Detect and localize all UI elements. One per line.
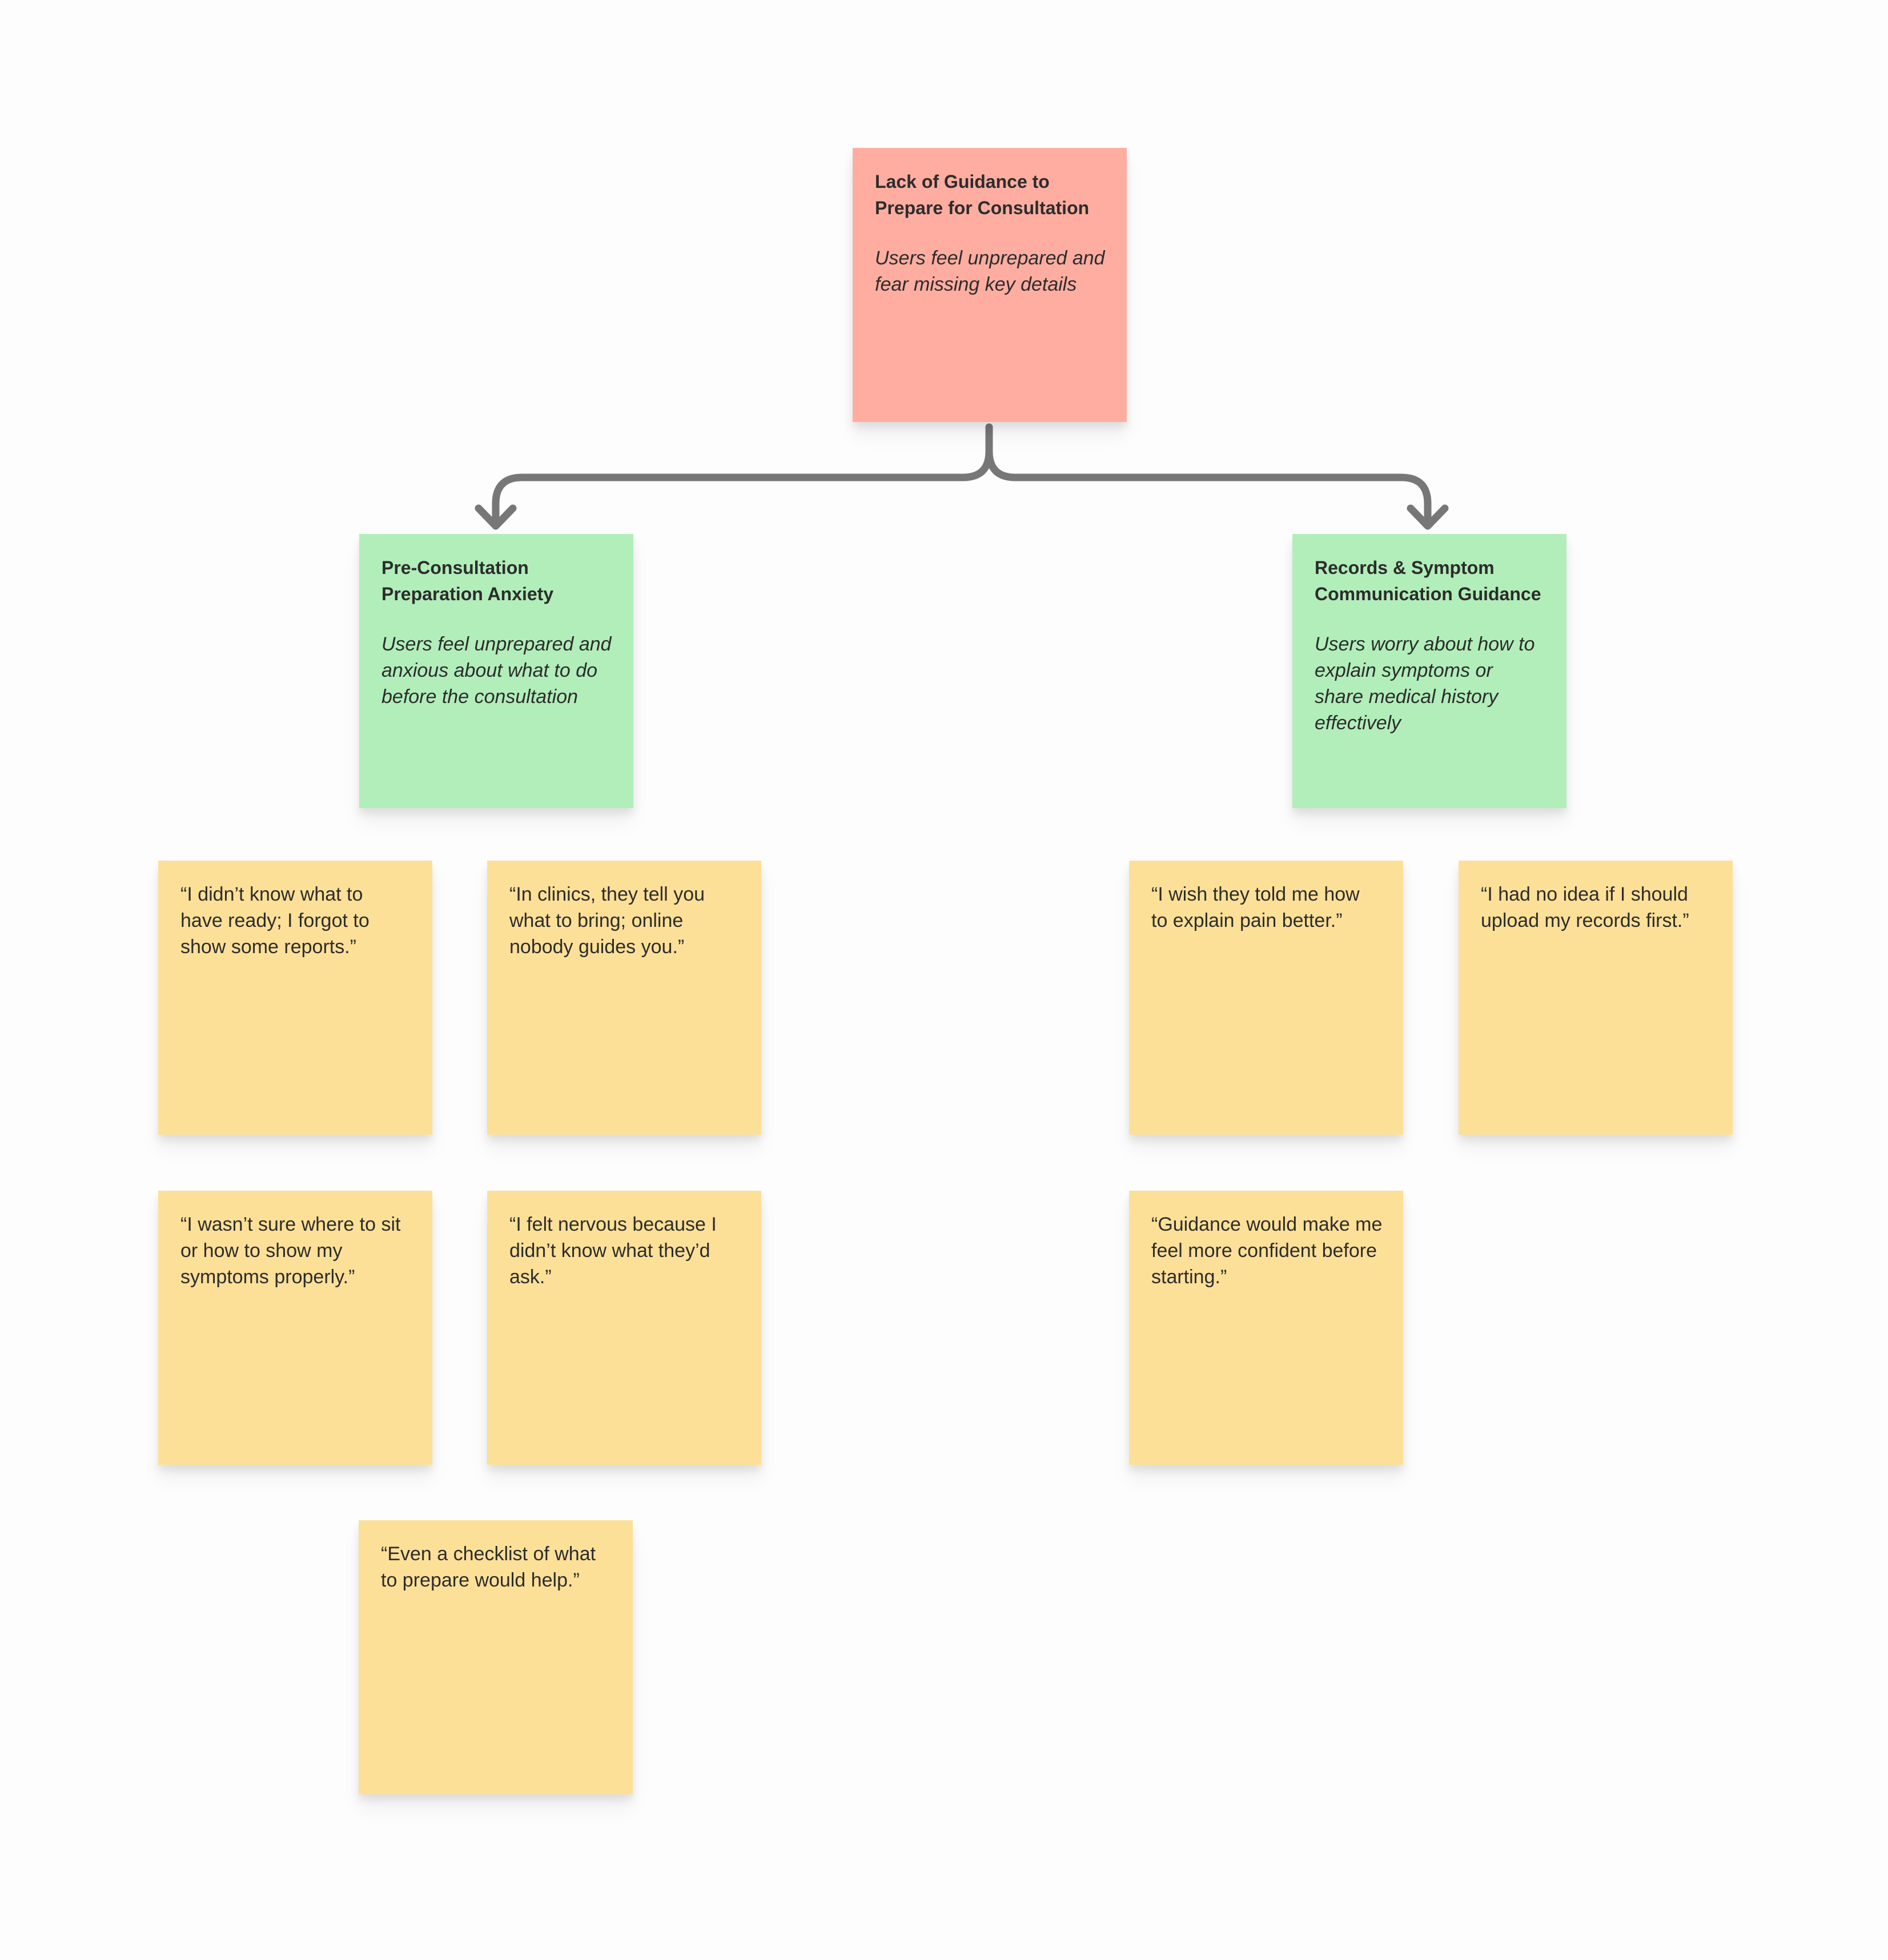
- sticky-note-quote-left-1[interactable]: “I didn’t know what to have ready; I for…: [158, 861, 432, 1135]
- sticky-note-quote-left-4[interactable]: “I felt nervous because I didn’t know wh…: [487, 1191, 761, 1465]
- theme-left-description: Users feel unprepared and anxious about …: [381, 633, 612, 708]
- connector-right-arrowhead-icon: [1407, 504, 1449, 530]
- sticky-note-quote-right-2[interactable]: “I had no idea if I should upload my rec…: [1459, 861, 1733, 1135]
- sticky-note-theme-records-guidance[interactable]: Records & Symptom Communication Guidance…: [1292, 534, 1566, 808]
- root-note-description: Users feel unprepared and fear missing k…: [875, 247, 1105, 295]
- quote-text: “Even a checklist of what to prepare wou…: [381, 1543, 596, 1591]
- sticky-note-quote-right-3[interactable]: “Guidance would make me feel more confid…: [1129, 1191, 1403, 1465]
- quote-text: “I had no idea if I should upload my rec…: [1481, 883, 1689, 931]
- root-note-title: Lack of Guidance to Prepare for Consulta…: [875, 171, 1090, 218]
- quote-text: “I wasn’t sure where to sit or how to sh…: [180, 1214, 401, 1288]
- sticky-note-root-theme[interactable]: Lack of Guidance to Prepare for Consulta…: [853, 148, 1127, 422]
- connector-left-arrowhead-icon: [475, 504, 517, 530]
- quote-text: “I felt nervous because I didn’t know wh…: [509, 1214, 717, 1288]
- sticky-note-quote-left-2[interactable]: “In clinics, they tell you what to bring…: [487, 861, 761, 1135]
- connector-left-branch: [492, 423, 993, 526]
- theme-right-description: Users worry about how to explain symptom…: [1315, 633, 1535, 734]
- theme-left-title: Pre-Consultation Preparation Anxiety: [381, 557, 554, 604]
- connector-right-branch: [985, 423, 1432, 526]
- sticky-note-theme-preparation-anxiety[interactable]: Pre-Consultation Preparation Anxiety Use…: [359, 534, 633, 808]
- theme-right-title: Records & Symptom Communication Guidance: [1315, 557, 1541, 604]
- quote-text: “I didn’t know what to have ready; I for…: [180, 883, 369, 958]
- quote-text: “I wish they told me how to explain pain…: [1151, 883, 1360, 931]
- sticky-note-quote-right-1[interactable]: “I wish they told me how to explain pain…: [1129, 861, 1403, 1135]
- sticky-note-quote-left-3[interactable]: “I wasn’t sure where to sit or how to sh…: [158, 1191, 432, 1465]
- quote-text: “In clinics, they tell you what to bring…: [509, 883, 705, 958]
- sticky-note-quote-left-5[interactable]: “Even a checklist of what to prepare wou…: [359, 1520, 633, 1794]
- quote-text: “Guidance would make me feel more confid…: [1151, 1214, 1383, 1288]
